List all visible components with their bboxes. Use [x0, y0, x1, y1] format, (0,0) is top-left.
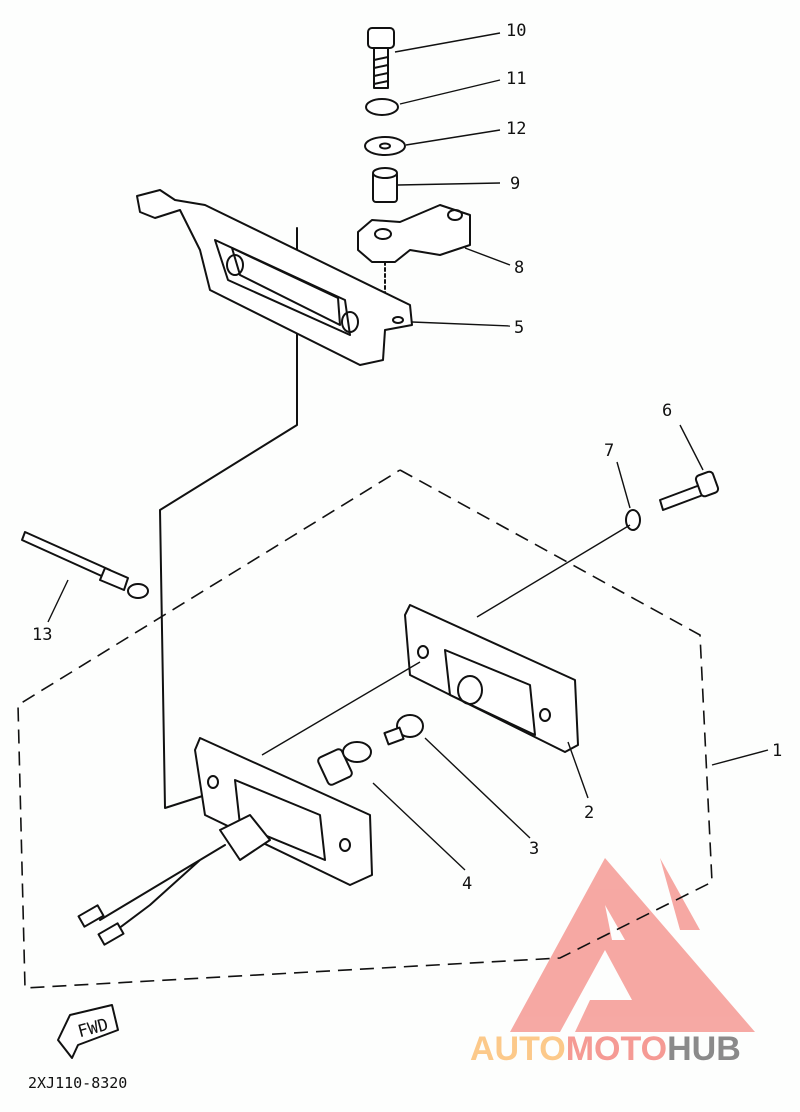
- lock-washer-part-11: [365, 98, 399, 116]
- watermark-logo-icon: [510, 858, 755, 1032]
- watermark-text: AUTOMOTOHUB: [470, 1030, 741, 1068]
- assembly-outline: [17, 469, 713, 989]
- stay-part-8: [357, 204, 471, 321]
- callout-3: 3: [529, 839, 539, 859]
- callout-11: 11: [506, 69, 526, 89]
- callout-13: 13: [32, 625, 52, 645]
- lens-part-2: [404, 604, 579, 753]
- callout-12: 12: [506, 119, 526, 139]
- collar-part-9: [372, 167, 398, 203]
- part-code: 2XJ110-8320: [28, 1074, 127, 1092]
- fwd-arrow-icon: FWD: [57, 1004, 119, 1059]
- cable-band-part-13: [21, 531, 149, 599]
- callout-4: 4: [462, 874, 472, 894]
- washer-part-7: [625, 509, 641, 531]
- callout-6: 6: [662, 401, 672, 421]
- callout-5: 5: [514, 318, 524, 338]
- bulb-part-3: [383, 714, 424, 746]
- bracket-part-5: [136, 189, 413, 366]
- watermark-hub: HUB: [667, 1030, 741, 1068]
- washer-part-12: [364, 136, 406, 156]
- housing-base: [77, 737, 373, 946]
- callout-2: 2: [584, 803, 594, 823]
- watermark-moto: MOTO: [566, 1030, 667, 1068]
- socket-part-4: [317, 741, 372, 786]
- screw-part-6: [659, 470, 720, 511]
- callout-10: 10: [506, 21, 526, 41]
- watermark-auto: AUTO: [470, 1030, 566, 1068]
- callout-8: 8: [514, 258, 524, 278]
- callout-1: 1: [772, 741, 782, 761]
- leader-lines: [47, 32, 769, 871]
- callout-9: 9: [510, 174, 520, 194]
- bolt-part-10: [367, 27, 395, 89]
- callout-7: 7: [604, 441, 614, 461]
- connector-line: [159, 227, 298, 809]
